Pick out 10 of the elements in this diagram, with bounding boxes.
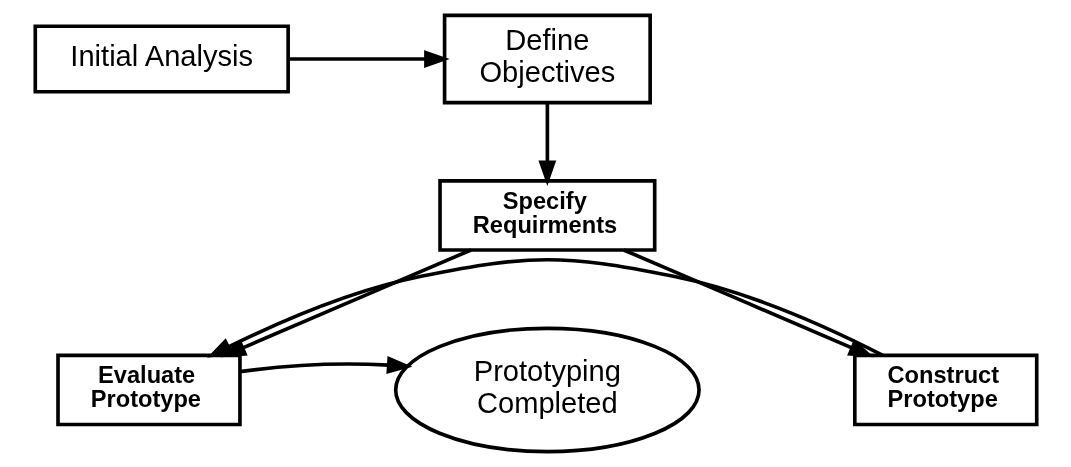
node-box: Construct Prototype xyxy=(852,353,1039,427)
arrow xyxy=(622,248,874,358)
node-ellipse: Prototyping Completed xyxy=(393,326,701,454)
arrow xyxy=(287,50,450,68)
arrow xyxy=(537,103,556,186)
arrow xyxy=(239,356,412,374)
node-box: Specify Requirments xyxy=(437,179,657,252)
node-box: Evaluate Prototype xyxy=(55,353,242,427)
node-box: Initial Analysis xyxy=(32,24,290,94)
node-box: Define Objectives xyxy=(442,13,652,105)
